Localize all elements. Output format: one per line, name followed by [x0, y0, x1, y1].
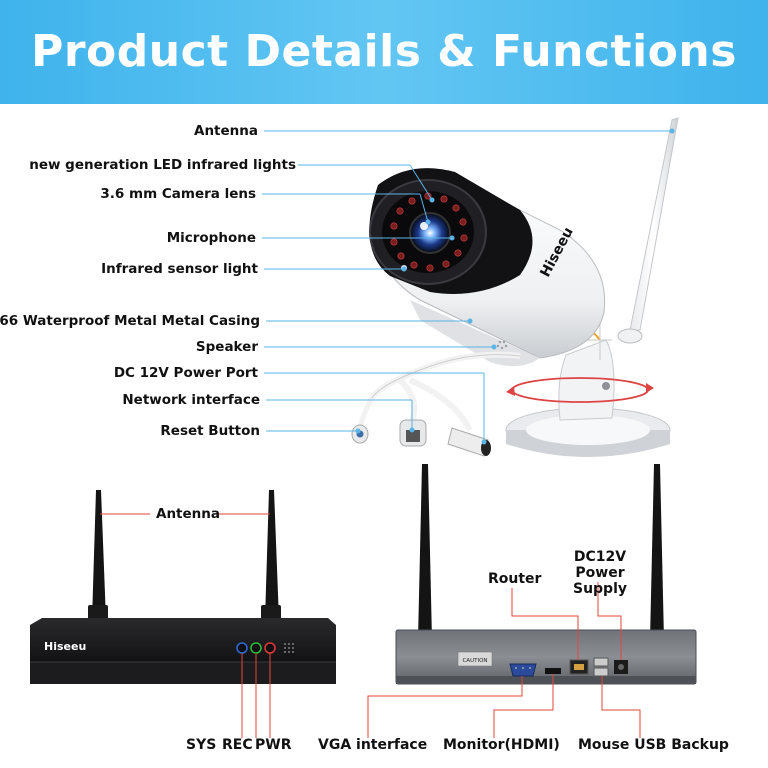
- camera-lens: [409, 212, 451, 254]
- label-rec: REC: [222, 737, 253, 753]
- label-waterproof-casing: IP66 Waterproof Metal Metal Casing: [0, 313, 260, 329]
- label-router: Router: [488, 571, 542, 587]
- label-network-interface: Network interface: [122, 392, 260, 408]
- nvr-front-leader-lines: [100, 513, 271, 738]
- label-camera-lens: 3.6 mm Camera lens: [100, 186, 256, 202]
- camera-illustration: Hiseeu: [351, 117, 679, 457]
- camera-leader-lines: [262, 128, 675, 445]
- pwr-led: [264, 642, 276, 654]
- nvr-back-illustration: CAUTION: [395, 464, 697, 685]
- label-reset-button: Reset Button: [160, 423, 260, 439]
- label-sys: SYS: [186, 737, 217, 753]
- caution-label: CAUTION: [462, 658, 487, 664]
- label-microphone: Microphone: [166, 230, 256, 246]
- sys-led: [236, 642, 248, 654]
- label-vga-interface: VGA interface: [318, 737, 428, 753]
- label-speaker: Speaker: [195, 339, 258, 355]
- camera-antenna: [629, 117, 679, 331]
- nvr-brand-text: Hiseeu: [44, 640, 86, 653]
- label-pwr: PWR: [255, 737, 292, 753]
- nvr-back-leader-lines: [367, 582, 641, 738]
- label-dc12v-power-supply: DC12V Power Supply: [572, 549, 628, 597]
- label-monitor-hdmi: Monitor(HDMI): [443, 737, 560, 753]
- label-antenna: Antenna: [194, 123, 258, 139]
- page-title: Product Details & Functions: [31, 26, 737, 77]
- label-infrared-sensor-light: Infrared sensor light: [101, 261, 258, 277]
- label-led-infrared-lights: new generation LED infrared lights: [29, 157, 296, 173]
- label-dc-power-port: DC 12V Power Port: [113, 365, 258, 381]
- nvr-front-illustration: Hiseeu: [30, 490, 336, 684]
- header-banner: [0, 0, 768, 104]
- rec-led: [250, 642, 262, 654]
- label-nvr-antenna: Antenna: [156, 506, 220, 522]
- label-mouse-usb-backup: Mouse USB Backup: [578, 737, 729, 753]
